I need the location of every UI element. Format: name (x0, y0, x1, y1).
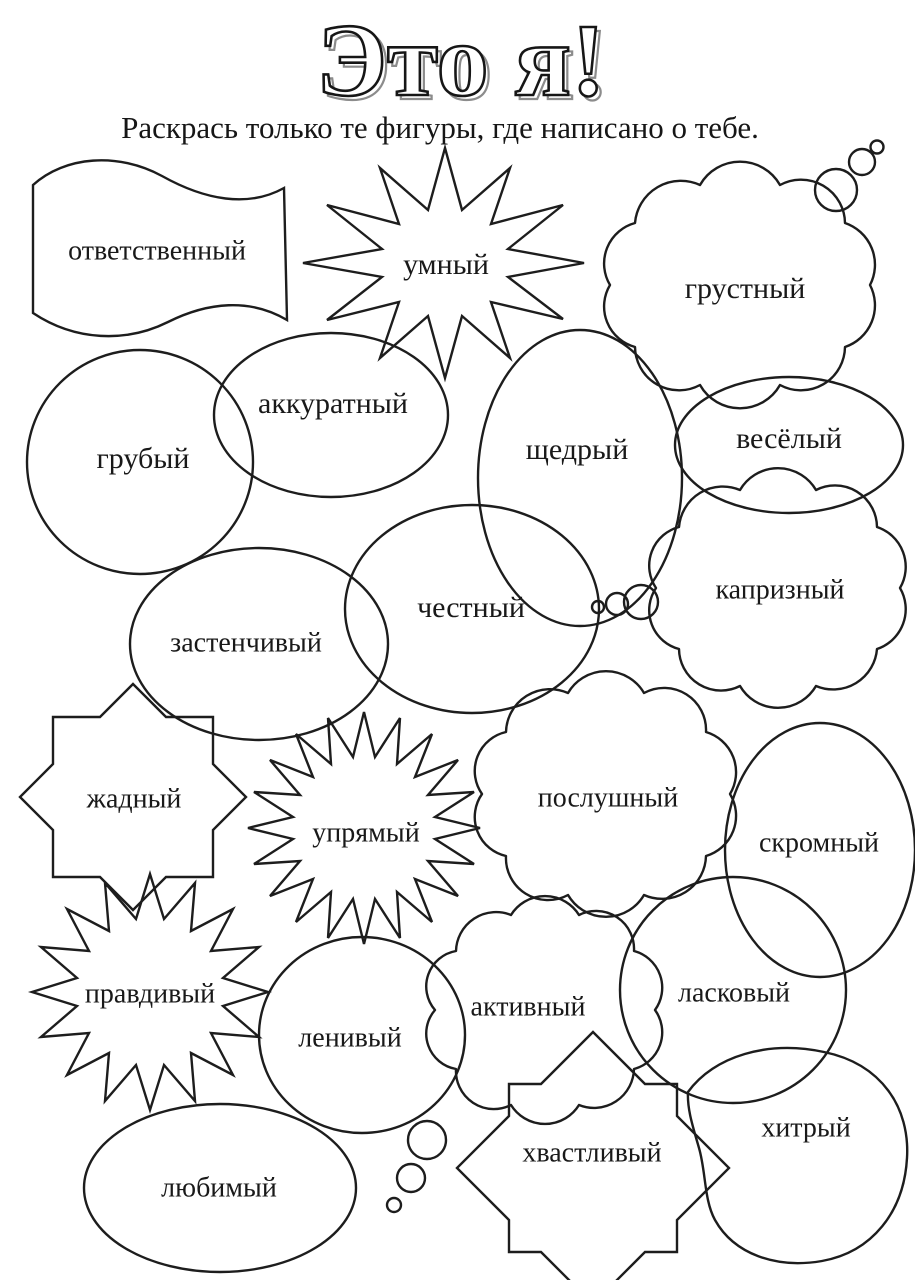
lazy-oval-shape[interactable]: ленивый (257, 935, 467, 1135)
sad-label: грустный (685, 272, 806, 305)
loved-oval-outline (82, 1102, 358, 1274)
smart-burst-shape[interactable]: умный (302, 143, 585, 383)
greedy-star-shape[interactable]: жадный (18, 682, 248, 912)
worksheet-title: Это я! Это я! (315, 2, 611, 123)
honest-oval-outline (343, 503, 601, 715)
generous-label: щедрый (526, 433, 629, 466)
obedient-label: послушный (538, 782, 678, 813)
modest-oval-shape[interactable]: скромный (723, 721, 915, 979)
greedy-star-outline (18, 682, 248, 912)
shy-oval-shape[interactable]: застенчивый (128, 546, 390, 742)
truthful-burst-shape[interactable]: правдивый (27, 869, 273, 1115)
worksheet-title-text: Это я! (316, 3, 605, 118)
lazy-oval-outline (257, 935, 467, 1135)
boastful-star-shape[interactable]: хвастливый (455, 1030, 731, 1280)
lazy-label: ленивый (298, 1022, 401, 1053)
smart-burst-outline (302, 143, 585, 383)
responsible-label: ответственный (68, 235, 246, 266)
rude-oval-shape[interactable]: грубый (25, 348, 255, 576)
cunning-blob-shape[interactable]: хитрый (686, 1046, 909, 1265)
capricious-cloud-shape[interactable]: капризный (590, 467, 907, 709)
honest-oval-shape[interactable]: честный (343, 503, 601, 715)
active-cloud-shape[interactable]: активный (425, 894, 664, 1126)
stubborn-burst-outline (247, 711, 481, 945)
neat-oval-outline (212, 331, 450, 499)
cunning-blob-outline (686, 1046, 909, 1265)
capricious-bubble-medium (604, 591, 630, 617)
sad-bubble-large (813, 167, 859, 213)
capricious-bubble-large (622, 583, 660, 621)
worksheet-instruction: Раскрась только те фигуры, где написано … (121, 110, 759, 145)
loved-oval-shape[interactable]: любимый (82, 1102, 448, 1274)
loved-thought-bubbles (385, 1119, 448, 1214)
loved-bubble-large (406, 1119, 448, 1161)
loved-bubble-small (385, 1196, 403, 1214)
sad-cloud-outline (602, 160, 877, 410)
responsible-flag-outline (31, 159, 289, 338)
stubborn-burst-shape[interactable]: упрямый (247, 711, 481, 945)
generous-oval-outline (476, 328, 684, 628)
capricious-bubble-small (590, 599, 606, 615)
truthful-burst-outline (27, 869, 273, 1115)
sad-thought-bubbles (813, 139, 885, 213)
modest-label: скромный (759, 827, 879, 858)
neat-oval-shape[interactable]: аккуратный (212, 331, 450, 499)
modest-oval-outline (723, 721, 915, 979)
boastful-label: хвастливый (522, 1137, 661, 1168)
affectionate-circle-shape[interactable]: ласковый (618, 875, 848, 1105)
sad-cloud-shape[interactable]: грустный (602, 139, 885, 410)
sad-bubble-small (869, 139, 885, 155)
sad-bubble-medium (847, 147, 877, 177)
active-cloud-outline (425, 894, 664, 1126)
responsible-flag-shape[interactable]: ответственный (31, 159, 289, 338)
boastful-star-outline (455, 1030, 731, 1280)
cheerful-label: весёлый (736, 422, 842, 455)
neat-label: аккуратный (258, 387, 408, 420)
capricious-thought-bubbles (590, 583, 660, 621)
capricious-cloud-outline (648, 467, 907, 709)
affectionate-label: ласковый (678, 977, 790, 1008)
cunning-label: хитрый (761, 1112, 850, 1143)
shy-label: застенчивый (170, 627, 322, 658)
capricious-label: капризный (715, 574, 844, 605)
loved-label: любимый (161, 1172, 277, 1203)
stubborn-label: упрямый (312, 817, 419, 848)
truthful-label: правдивый (85, 978, 215, 1009)
rude-oval-outline (25, 348, 255, 576)
greedy-label: жадный (86, 783, 182, 814)
affectionate-circle-outline (618, 875, 848, 1105)
rude-label: грубый (97, 442, 190, 475)
shy-oval-outline (128, 546, 390, 742)
generous-oval-shape[interactable]: щедрый (476, 328, 684, 628)
obedient-cloud-shape[interactable]: послушный (473, 670, 738, 918)
loved-bubble-medium (395, 1162, 427, 1194)
cheerful-oval-shape[interactable]: весёлый (673, 375, 905, 515)
worksheet-title-shadow: Это я! (320, 7, 609, 122)
honest-label: честный (417, 591, 525, 624)
active-label: активный (471, 991, 586, 1022)
cheerful-oval-outline (673, 375, 905, 515)
smart-label: умный (403, 248, 489, 281)
